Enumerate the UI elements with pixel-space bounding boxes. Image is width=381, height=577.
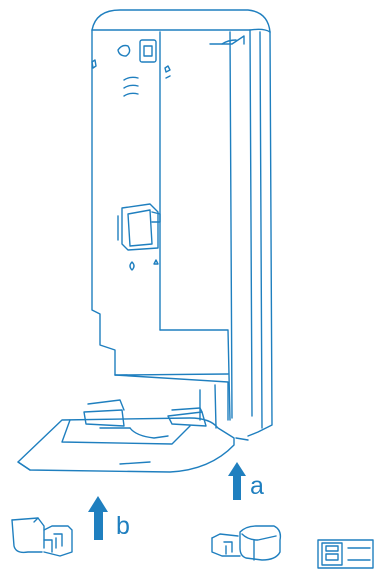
dock-ramp (17, 399, 249, 473)
label-a: a (250, 472, 264, 500)
arrow-up-icon (228, 462, 246, 500)
clip-part-a (211, 525, 282, 561)
side-handle (117, 203, 161, 271)
side-panel-details (91, 39, 171, 97)
label-b: b (116, 512, 130, 540)
clip-part-b (11, 517, 73, 557)
manual-page-icon (317, 539, 374, 569)
arrow-b (88, 496, 108, 540)
dock-station-tower (91, 9, 273, 437)
arrow-a (228, 462, 246, 500)
arrow-up-icon (88, 496, 108, 540)
